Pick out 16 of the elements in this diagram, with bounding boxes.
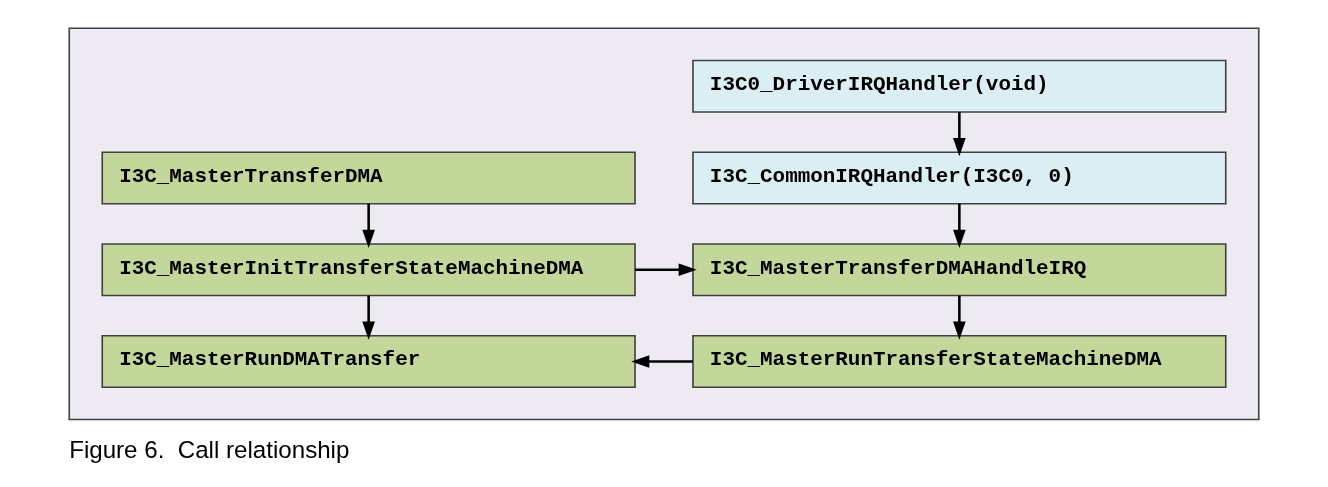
- node-box: I3C_CommonIRQHandler(I3C0, 0): [692, 150, 1227, 205]
- node-box: I3C0_DriverIRQHandler(void): [692, 59, 1227, 113]
- arrow: [635, 262, 697, 276]
- cluster: [68, 27, 1260, 420]
- node-box: I3C_MasterTransferDMAHandleIRQ: [692, 242, 1227, 296]
- arrow: [953, 203, 966, 248]
- caption: Figure 6. Call relationship: [69, 435, 350, 463]
- arrow: [362, 295, 375, 340]
- node-box: I3C_MasterRunDMATransfer: [101, 334, 636, 388]
- arrow: [953, 295, 966, 340]
- arrow: [631, 354, 693, 368]
- arrow: [362, 203, 375, 248]
- node-box: I3C_MasterRunTransferStateMachineDMA: [692, 334, 1227, 388]
- node-box: I3C_MasterInitTransferStateMachineDMA: [101, 242, 636, 296]
- arrow: [953, 111, 966, 156]
- node-box: I3C_MasterTransferDMA: [101, 150, 636, 205]
